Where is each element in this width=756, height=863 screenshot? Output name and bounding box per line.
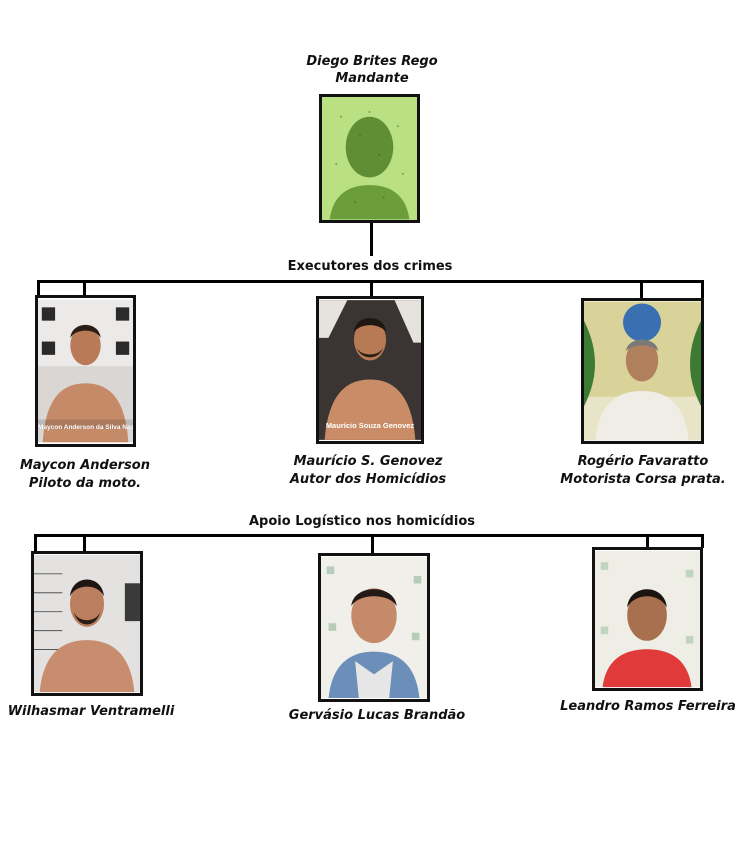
support-3-photo (592, 547, 703, 691)
support-2-photo (318, 553, 430, 702)
executors-drop-left (37, 280, 40, 298)
connector-top-vertical (370, 223, 373, 256)
executor-1-photo-caption: Maycon Anderson da Silva Nascimento (38, 424, 135, 431)
support-drop-left (34, 534, 37, 552)
support-2-name: Gervásio Lucas Brandão (288, 708, 466, 723)
executor-2-role: Autor dos Homicídios (289, 472, 447, 487)
support-heading: Apoio Logístico nos homicídios (249, 514, 475, 529)
executors-drop-right-2 (701, 280, 704, 300)
support-3-name: Leandro Ramos Ferreira (560, 699, 736, 714)
executors-drop-right (640, 280, 643, 300)
executor-1-role: Piloto da moto. (28, 476, 142, 491)
executor-1-photo: Maycon Anderson da Silva Nascimento (35, 295, 136, 447)
support-drop-left-2 (83, 534, 86, 552)
top-person-photo (319, 94, 420, 223)
top-person-name: Diego Brites Rego (306, 54, 438, 69)
support-horizontal-line (34, 534, 704, 537)
executor-3-role: Motorista Corsa prata. (560, 472, 726, 487)
executor-3-photo (581, 298, 704, 444)
executor-3-name: Rogério Favaratto (577, 454, 709, 469)
support-drop-right (646, 534, 649, 548)
executors-drop-center (370, 280, 373, 298)
executor-1-name: Maycon Anderson (20, 458, 150, 473)
executor-2-name: Maurício S. Genovez (293, 454, 443, 469)
top-person-role: Mandante (335, 71, 409, 86)
executor-2-photo-caption: Maurício Souza Genovez (325, 421, 415, 430)
support-drop-right-2 (701, 534, 704, 548)
executors-heading: Executores dos crimes (287, 259, 453, 274)
support-1-name: Wilhasmar Ventramelli (7, 704, 175, 719)
executor-2-photo: Maurício Souza Genovez (316, 296, 424, 444)
executors-drop-left-2 (83, 280, 86, 298)
silhouette-icon (322, 97, 417, 220)
support-1-photo (31, 551, 143, 696)
support-drop-center (371, 534, 374, 554)
